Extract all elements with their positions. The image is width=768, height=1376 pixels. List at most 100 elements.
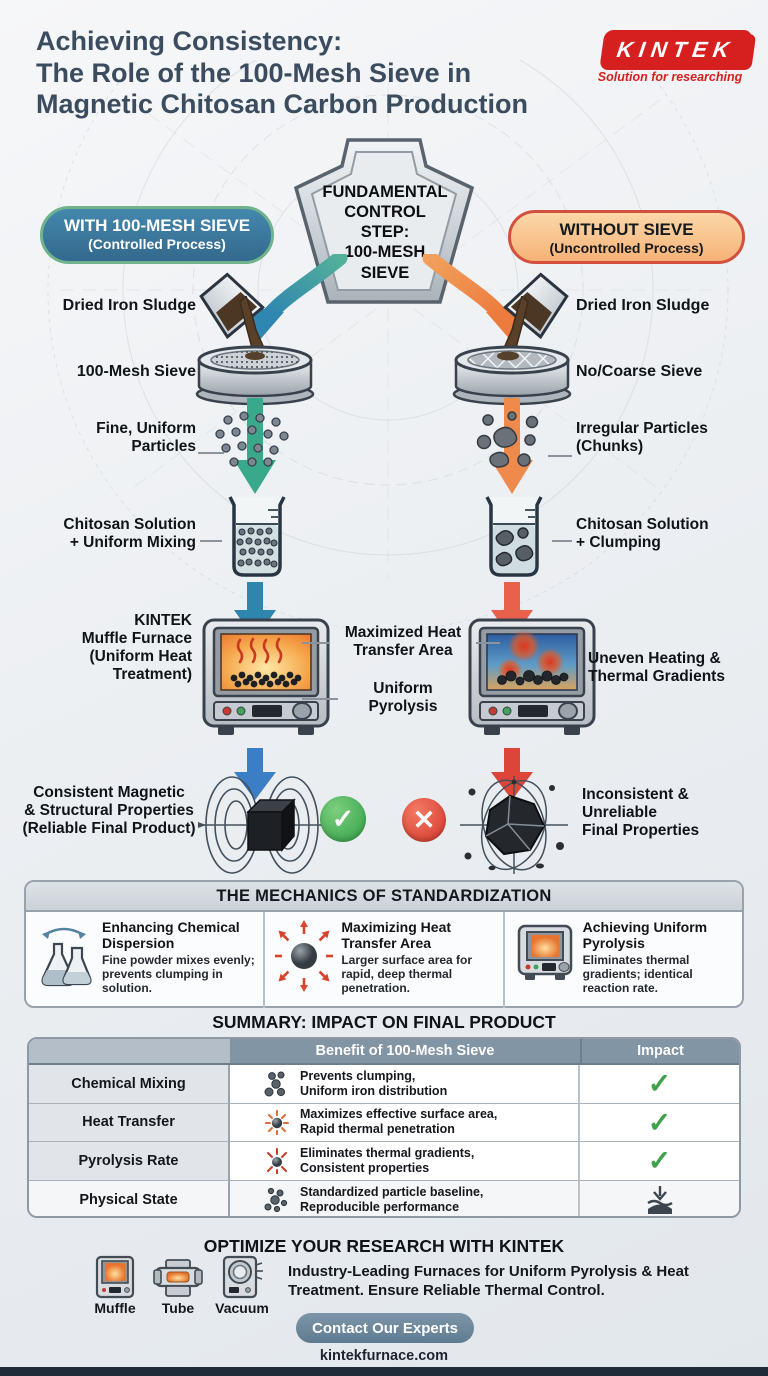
badge-without-sieve: WITHOUT SIEVE (Uncontrolled Process)	[508, 210, 745, 264]
bottom-bar	[0, 1367, 768, 1376]
product-label-muffle: Muffle	[94, 1300, 136, 1316]
summary-row-label: Heat Transfer	[29, 1103, 230, 1142]
mechanics-item-dispersion: Enhancing Chemical Dispersion Fine powde…	[26, 912, 263, 1008]
particles-icon	[264, 1071, 286, 1097]
website-link[interactable]: kintekfurnace.com	[319, 1348, 449, 1364]
callout-uniform-pyrolysis: Uniform Pyrolysis	[368, 680, 438, 715]
mechanics-item-title: Achieving Uniform Pyrolysis	[582, 919, 708, 951]
mechanics-item-title: Enhancing Chemical Dispersion	[102, 919, 240, 951]
summary-row-label: Physical State	[29, 1180, 230, 1216]
muffle-furnace-uniform-icon	[202, 618, 330, 735]
mechanics-item-desc: Fine powder mixes evenly; prevents clump…	[102, 953, 255, 995]
beaker-uniform-icon	[228, 496, 286, 577]
flasks-icon	[41, 927, 92, 987]
summary-benefit-text: Standardized particle baseline, Reproduc…	[300, 1184, 484, 1214]
irregular-particles-icon	[476, 411, 539, 468]
particles-icon	[264, 1187, 288, 1212]
burst-particle-icon	[267, 1147, 287, 1174]
label-left-step5: KINTEK Muffle Furnace (Uniform Heat Trea…	[81, 612, 192, 683]
fractured-chunk-icon	[460, 776, 568, 874]
mechanics-title: THE MECHANICS OF STANDARDIZATION	[26, 882, 742, 912]
check-icon: ✓	[647, 1068, 672, 1100]
down-arrow-right-1	[491, 398, 533, 494]
label-right-step4: Chitosan Solution + Clumping	[576, 516, 709, 551]
summary-row-label: Chemical Mixing	[29, 1065, 230, 1104]
fine-particles-icon	[215, 411, 289, 467]
summary-row-impact: ✓	[580, 1103, 739, 1142]
badge-without-sieve-subtitle: (Uncontrolled Process)	[549, 239, 704, 256]
callout-line	[302, 642, 330, 644]
summary-row-impact: ✓	[580, 1142, 739, 1181]
summary-title: SUMMARY: IMPACT ON FINAL PRODUCT	[212, 1012, 556, 1032]
radiating-sphere-icon	[275, 920, 334, 992]
footer-description: Industry-Leading Furnaces for Uniform Py…	[288, 1263, 689, 1299]
down-arrow-right-3	[491, 748, 533, 800]
callout-line	[302, 698, 338, 700]
kintek-logo-tagline: Solution for researching	[597, 70, 743, 84]
badge-with-sieve-subtitle: (Controlled Process)	[88, 235, 226, 252]
beaker-clumping-icon	[485, 496, 543, 577]
badge-without-sieve-title: WITHOUT SIEVE	[559, 220, 694, 239]
summary-row-benefit: Eliminates thermal gradients, Consistent…	[230, 1142, 580, 1181]
summary-row-impact: ✓	[580, 1065, 739, 1104]
product-label-tube: Tube	[161, 1300, 195, 1316]
summary-col-impact: Impact	[580, 1039, 739, 1065]
furnace-icon	[517, 924, 572, 980]
summary-benefit-text: Eliminates thermal gradients, Consistent…	[300, 1145, 475, 1175]
summary-table: Benefit of 100-Mesh Sieve Impact Chemica…	[27, 1037, 741, 1218]
page-title: Achieving Consistency: The Role of the 1…	[36, 26, 529, 120]
label-left-step4: Chitosan Solution + Uniform Mixing	[63, 516, 196, 551]
connector-line	[548, 455, 572, 457]
mechanics-item-desc: Eliminates thermal gradients; identical …	[582, 953, 693, 995]
summary-row-benefit: Maximizes effective surface area, Rapid …	[230, 1103, 580, 1142]
compacted-powder-icon	[646, 1185, 673, 1214]
mechanics-panel: THE MECHANICS OF STANDARDIZATION Enhanci…	[24, 880, 744, 1008]
label-right-result: Inconsistent & Unreliable Final Properti…	[582, 786, 700, 839]
connector-line	[200, 540, 222, 542]
label-left-step2: 100-Mesh Sieve	[76, 363, 196, 380]
footer-title: OPTIMIZE YOUR RESEARCH WITH KINTEK	[203, 1236, 565, 1256]
check-glyph: ✓	[331, 803, 355, 834]
summary-row-benefit: Standardized particle baseline, Reproduc…	[230, 1180, 580, 1216]
connector-line	[552, 540, 572, 542]
label-left-result: Consistent Magnetic & Structural Propert…	[22, 784, 196, 837]
label-left-step3: Fine, Uniform Particles	[96, 420, 196, 455]
callout-max-heat: Maximized Heat Transfer Area	[344, 624, 462, 659]
magnetic-cube-icon	[198, 776, 326, 874]
mechanics-item-heat-transfer: Maximizing Heat Transfer Area Larger sur…	[263, 912, 502, 1008]
summary-col-benefit: Benefit of 100-Mesh Sieve	[230, 1039, 580, 1065]
fine-sieve-icon	[195, 345, 315, 406]
down-arrow-left-3	[234, 748, 276, 800]
down-arrow-right-2	[491, 582, 533, 640]
cross-circle-icon: ✕	[402, 798, 446, 842]
muffle-furnace-product-icon	[95, 1255, 135, 1299]
connector-line	[198, 452, 224, 454]
mechanics-item-pyrolysis: Achieving Uniform Pyrolysis Eliminates t…	[502, 912, 742, 1008]
cross-glyph: ✕	[412, 804, 436, 835]
mechanics-item-desc: Larger surface area for rapid, deep ther…	[341, 953, 473, 995]
vacuum-furnace-product-icon	[222, 1255, 263, 1299]
furnace-uneven-icon	[468, 618, 596, 735]
summary-benefit-text: Maximizes effective surface area, Rapid …	[300, 1107, 498, 1137]
keystone-label: FUNDAMENTAL CONTROL STEP: 100-MESH SIEVE	[322, 183, 448, 282]
check-icon: ✓	[647, 1145, 672, 1177]
contact-experts-button[interactable]: Contact Our Experts	[296, 1313, 474, 1343]
kintek-logo-text: KINTEK	[615, 37, 737, 62]
mechanics-item-title: Maximizing Heat Transfer Area	[341, 919, 452, 951]
summary-row-label: Pyrolysis Rate	[29, 1142, 230, 1181]
check-circle-icon: ✓	[320, 796, 366, 842]
check-icon: ✓	[647, 1106, 672, 1138]
down-arrow-left-2	[234, 582, 276, 640]
summary-benefit-text: Prevents clumping, Uniform iron distribu…	[300, 1068, 448, 1098]
label-right-step1: Dried Iron Sludge	[576, 297, 710, 314]
tube-furnace-product-icon	[153, 1259, 203, 1297]
callout-line	[476, 642, 500, 644]
label-left-step1: Dried Iron Sludge	[62, 297, 196, 314]
product-label-vacuum: Vacuum	[215, 1300, 269, 1316]
radiant-particle-icon	[265, 1110, 289, 1136]
kintek-logo: KINTEK	[599, 30, 753, 70]
label-right-step5: Uneven Heating & Thermal Gradients	[588, 650, 725, 685]
summary-row-impact	[580, 1180, 739, 1216]
badge-with-sieve-title: WITH 100-MESH SIEVE	[63, 216, 251, 235]
